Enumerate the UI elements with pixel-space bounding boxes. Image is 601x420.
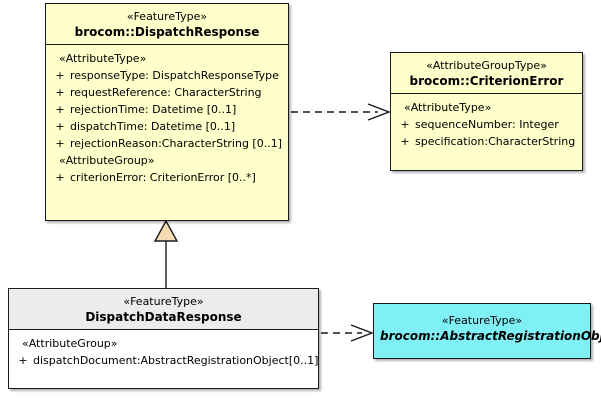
class-stereotype: «FeatureType» — [126, 10, 208, 23]
attribute-row: + rejectionTime: Datetime [0..1] — [50, 101, 284, 118]
attribute-row: + criterionError: CriterionError [0..*] — [50, 169, 284, 186]
hollow-triangle-arrowhead-icon — [153, 219, 179, 242]
visibility-marker: + — [55, 171, 65, 184]
class-box-abstract-registration-object[interactable]: «FeatureType» brocom::AbstractRegistrati… — [373, 303, 601, 359]
visibility-marker: + — [55, 120, 65, 133]
class-header: «FeatureType» brocom::AbstractRegistrati… — [374, 304, 601, 348]
class-box-dispatch-data-response[interactable]: «FeatureType» DispatchDataResponse «Attr… — [8, 288, 319, 389]
attribute-row: + responseType: DispatchResponseType — [50, 67, 284, 84]
dependency-dispatchresponse-to-criterionerror — [291, 103, 391, 121]
class-stereotype: «AttributeGroupType» — [426, 59, 547, 72]
dependency-dispatchdataresponse-to-abstractregistrationobject — [321, 324, 374, 342]
class-name: brocom::DispatchResponse — [74, 25, 260, 39]
class-box-criterion-error[interactable]: «AttributeGroupType» brocom::CriterionEr… — [390, 52, 583, 171]
attribute-signature: specification:CharacterString — [415, 135, 576, 148]
attribute-signature: responseType: DispatchResponseType — [70, 69, 279, 82]
class-header: «AttributeGroupType» brocom::CriterionEr… — [391, 53, 582, 94]
class-name: brocom::AbstractRegistrationObject — [380, 329, 601, 343]
class-attributes-compartment: «AttributeType» + sequenceNumber: Intege… — [391, 94, 582, 155]
attribute-row: + sequenceNumber: Integer — [395, 116, 578, 133]
attribute-signature: rejectionReason:CharacterString [0..1] — [70, 137, 282, 150]
attribute-group-label: «AttributeGroup» — [59, 154, 155, 167]
attribute-signature: dispatchDocument:AbstractRegistrationObj… — [33, 354, 319, 367]
attribute-row: + requestReference: CharacterString — [50, 84, 284, 101]
visibility-marker: + — [55, 86, 65, 99]
visibility-marker: + — [55, 69, 65, 82]
class-name: brocom::CriterionError — [409, 74, 564, 88]
attribute-signature: dispatchTime: Datetime [0..1] — [70, 120, 236, 133]
attribute-row: + dispatchTime: Datetime [0..1] — [50, 118, 284, 135]
attribute-row: + specification:CharacterString — [395, 133, 578, 150]
visibility-marker: + — [400, 135, 410, 148]
class-attributes-compartment: «AttributeGroup» + dispatchDocument:Abst… — [9, 330, 318, 374]
visibility-marker: + — [18, 354, 28, 367]
class-box-dispatch-response[interactable]: «FeatureType» brocom::DispatchResponse «… — [45, 3, 289, 221]
generalization-dispatchdataresponse-to-dispatchresponse — [153, 219, 179, 288]
class-name: DispatchDataResponse — [85, 310, 242, 324]
class-attributes-compartment: «AttributeType» + responseType: Dispatch… — [46, 45, 288, 191]
attribute-row: + rejectionReason:CharacterString [0..1] — [50, 135, 284, 152]
visibility-marker: + — [400, 118, 410, 131]
attribute-group-label: «AttributeType» — [404, 101, 492, 114]
attribute-row: + dispatchDocument:AbstractRegistrationO… — [13, 352, 318, 369]
visibility-marker: + — [55, 137, 65, 150]
open-arrowhead-icon — [350, 324, 374, 342]
class-stereotype: «FeatureType» — [123, 295, 204, 308]
attribute-signature: rejectionTime: Datetime [0..1] — [70, 103, 237, 116]
class-stereotype: «FeatureType» — [441, 314, 523, 327]
attribute-signature: sequenceNumber: Integer — [415, 118, 559, 131]
attribute-group-label: «AttributeType» — [59, 52, 147, 65]
class-header: «FeatureType» DispatchDataResponse — [9, 289, 318, 330]
visibility-marker: + — [55, 103, 65, 116]
class-header: «FeatureType» brocom::DispatchResponse — [46, 4, 288, 45]
attribute-signature: criterionError: CriterionError [0..*] — [70, 171, 256, 184]
open-arrowhead-icon — [367, 103, 391, 121]
attribute-signature: requestReference: CharacterString — [70, 86, 262, 99]
attribute-group-label: «AttributeGroup» — [22, 337, 118, 350]
